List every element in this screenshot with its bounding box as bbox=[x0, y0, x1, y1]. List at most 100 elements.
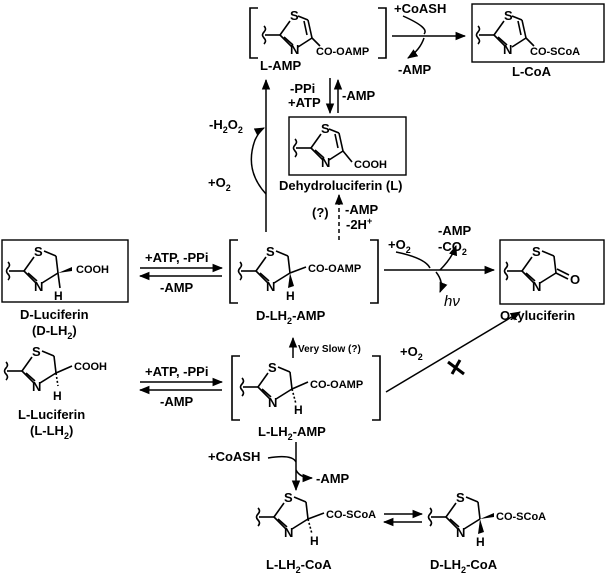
hydrogen-atom: H bbox=[53, 389, 62, 403]
reagent-atp-ppi-top: +ATP, -PPi bbox=[145, 250, 208, 265]
bracket-right bbox=[378, 7, 387, 59]
compound-box bbox=[1, 239, 129, 303]
l-amp-compound: S N CO-OAMP L-AMP bbox=[249, 7, 387, 73]
oxyluciferin-compound: S N O Oxyluciferin bbox=[499, 239, 605, 323]
substituent-label: COOH bbox=[74, 361, 107, 373]
substituent-label: CO-OAMP bbox=[308, 263, 361, 275]
compound-label-l-lh2-coa: L-LH2-CoA bbox=[266, 557, 332, 575]
compound-label-l-lh2-amp: L-LH2-AMP bbox=[258, 424, 326, 442]
sulfur-atom: S bbox=[266, 244, 275, 259]
bracket-right bbox=[372, 355, 381, 421]
d-lh2-coa-compound: S N H CO-SCoA D-LH2-CoA bbox=[427, 490, 546, 575]
sulfur-atom: S bbox=[32, 344, 41, 359]
hydrogen-atom: H bbox=[476, 535, 485, 549]
curved-arrow-coash bbox=[402, 15, 426, 35]
sulfur-atom: S bbox=[456, 490, 465, 505]
curved-arrow-amp-out bbox=[407, 37, 425, 59]
reagent-h2o2: -H2O2 bbox=[209, 117, 243, 135]
bracket-left bbox=[229, 239, 238, 304]
substituent-label: CO-OAMP bbox=[316, 46, 369, 58]
nitrogen-atom: N bbox=[290, 42, 299, 57]
hydrogen-atom: H bbox=[310, 534, 319, 548]
hash-bond bbox=[58, 267, 72, 273]
reagent-atp-ppi-bottom: +ATP, -PPi bbox=[145, 364, 208, 379]
wavy-bond bbox=[237, 261, 243, 281]
curved-arrow-amp-bottom bbox=[295, 469, 314, 483]
wavy-bond bbox=[475, 25, 481, 45]
compound-label-d-luciferin: D-Luciferin bbox=[20, 307, 89, 322]
nitrogen-atom: N bbox=[321, 155, 330, 170]
compound-abbr-l-lh2: (L-LH2) bbox=[30, 423, 73, 441]
nitrogen-atom: N bbox=[456, 525, 465, 540]
compound-box bbox=[471, 3, 605, 63]
reagent-amp-bottom: -AMP bbox=[316, 471, 350, 486]
nitrogen-atom: N bbox=[503, 42, 512, 57]
arrow-crossed-to-oxyluciferin bbox=[385, 311, 521, 393]
substituent-label: CO-SCoA bbox=[530, 46, 580, 58]
curved-arrow-o2-in bbox=[395, 251, 431, 269]
compound-label-d-lh2-coa: D-LH2-CoA bbox=[430, 557, 498, 575]
question-mark-label: (?) bbox=[312, 205, 329, 220]
l-coa-compound: S N CO-SCoA L-CoA bbox=[471, 3, 605, 79]
substituent-label: COOH bbox=[354, 159, 387, 171]
compound-box bbox=[288, 116, 407, 176]
l-lh2-coa-compound: S N H CO-SCoA L-LH2-CoA bbox=[255, 490, 376, 575]
wedge-bond bbox=[288, 273, 294, 288]
oxygen-atom: O bbox=[570, 272, 580, 287]
bracket-left bbox=[231, 355, 240, 421]
wavy-bond bbox=[5, 261, 11, 281]
nitrogen-atom: N bbox=[266, 279, 275, 294]
reagent-atp: +ATP bbox=[288, 95, 321, 110]
reagent-amp-top: -AMP bbox=[398, 62, 432, 77]
compound-label-l-coa: L-CoA bbox=[512, 64, 552, 79]
very-slow-label: Very Slow (?) bbox=[298, 344, 361, 355]
compound-label-d-lh2-amp: D-LH2-AMP bbox=[256, 308, 326, 326]
reagent-amp-d: -AMP bbox=[160, 280, 194, 295]
reagent-amp-dashed: -AMP bbox=[345, 202, 379, 217]
bracket-left bbox=[249, 7, 258, 59]
curved-arrow-light-out bbox=[435, 271, 448, 293]
nitrogen-atom: N bbox=[532, 279, 541, 294]
d-lh2-amp-compound: S N H CO-OAMP D-LH2-AMP bbox=[229, 239, 379, 326]
reagent-co2: -CO2 bbox=[438, 239, 467, 257]
substituent-label: CO-OAMP bbox=[310, 379, 363, 391]
reagent-o2-main: +O2 bbox=[388, 237, 411, 255]
sulfur-atom: S bbox=[34, 244, 43, 259]
wavy-bond bbox=[261, 25, 267, 45]
dehydroluciferin-compound: S N COOH Dehydroluciferin (L) bbox=[279, 116, 407, 193]
sulfur-atom: S bbox=[290, 8, 299, 23]
nitrogen-atom: N bbox=[32, 379, 41, 394]
curved-arrow-coash-bottom bbox=[267, 455, 297, 463]
sulfur-atom: S bbox=[532, 244, 541, 259]
compound-label-l-amp: L-AMP bbox=[260, 58, 301, 73]
reagent-ppi: -PPi bbox=[290, 81, 315, 96]
bracket-right bbox=[370, 239, 379, 304]
sulfur-atom: S bbox=[504, 8, 513, 23]
sulfur-atom: S bbox=[284, 490, 293, 505]
reagent-2h: -2H+ bbox=[346, 216, 372, 232]
d-luciferin-compound: S N H COOH D-Luciferin (D-LH2) bbox=[1, 239, 129, 341]
substituent-label: COOH bbox=[76, 264, 109, 276]
wavy-bond bbox=[427, 507, 433, 527]
reagent-amp-l: -AMP bbox=[160, 394, 194, 409]
wavy-bond bbox=[292, 138, 298, 158]
l-luciferin-compound: S N H COOH L-Luciferin (L-LH2) bbox=[3, 344, 107, 441]
compound-label-oxyluciferin: Oxyluciferin bbox=[500, 308, 575, 323]
compound-label-dehydroluciferin: Dehydroluciferin (L) bbox=[279, 178, 403, 193]
wavy-bond bbox=[255, 507, 261, 527]
sulfur-atom: S bbox=[321, 121, 330, 136]
wavy-bond bbox=[239, 377, 245, 397]
wedge-bond bbox=[478, 519, 484, 534]
wavy-bond bbox=[3, 361, 9, 381]
nitrogen-atom: N bbox=[34, 279, 43, 294]
cross-mark bbox=[447, 359, 465, 376]
light-hv-label: hν bbox=[444, 293, 460, 310]
sulfur-atom: S bbox=[268, 360, 277, 375]
hydrogen-atom: H bbox=[286, 289, 295, 303]
reagent-amp-main: -AMP bbox=[438, 223, 472, 238]
hash-bond bbox=[480, 513, 494, 519]
l-lh2-amp-compound: S N H CO-OAMP L-LH2-AMP bbox=[231, 355, 381, 442]
nitrogen-atom: N bbox=[268, 395, 277, 410]
